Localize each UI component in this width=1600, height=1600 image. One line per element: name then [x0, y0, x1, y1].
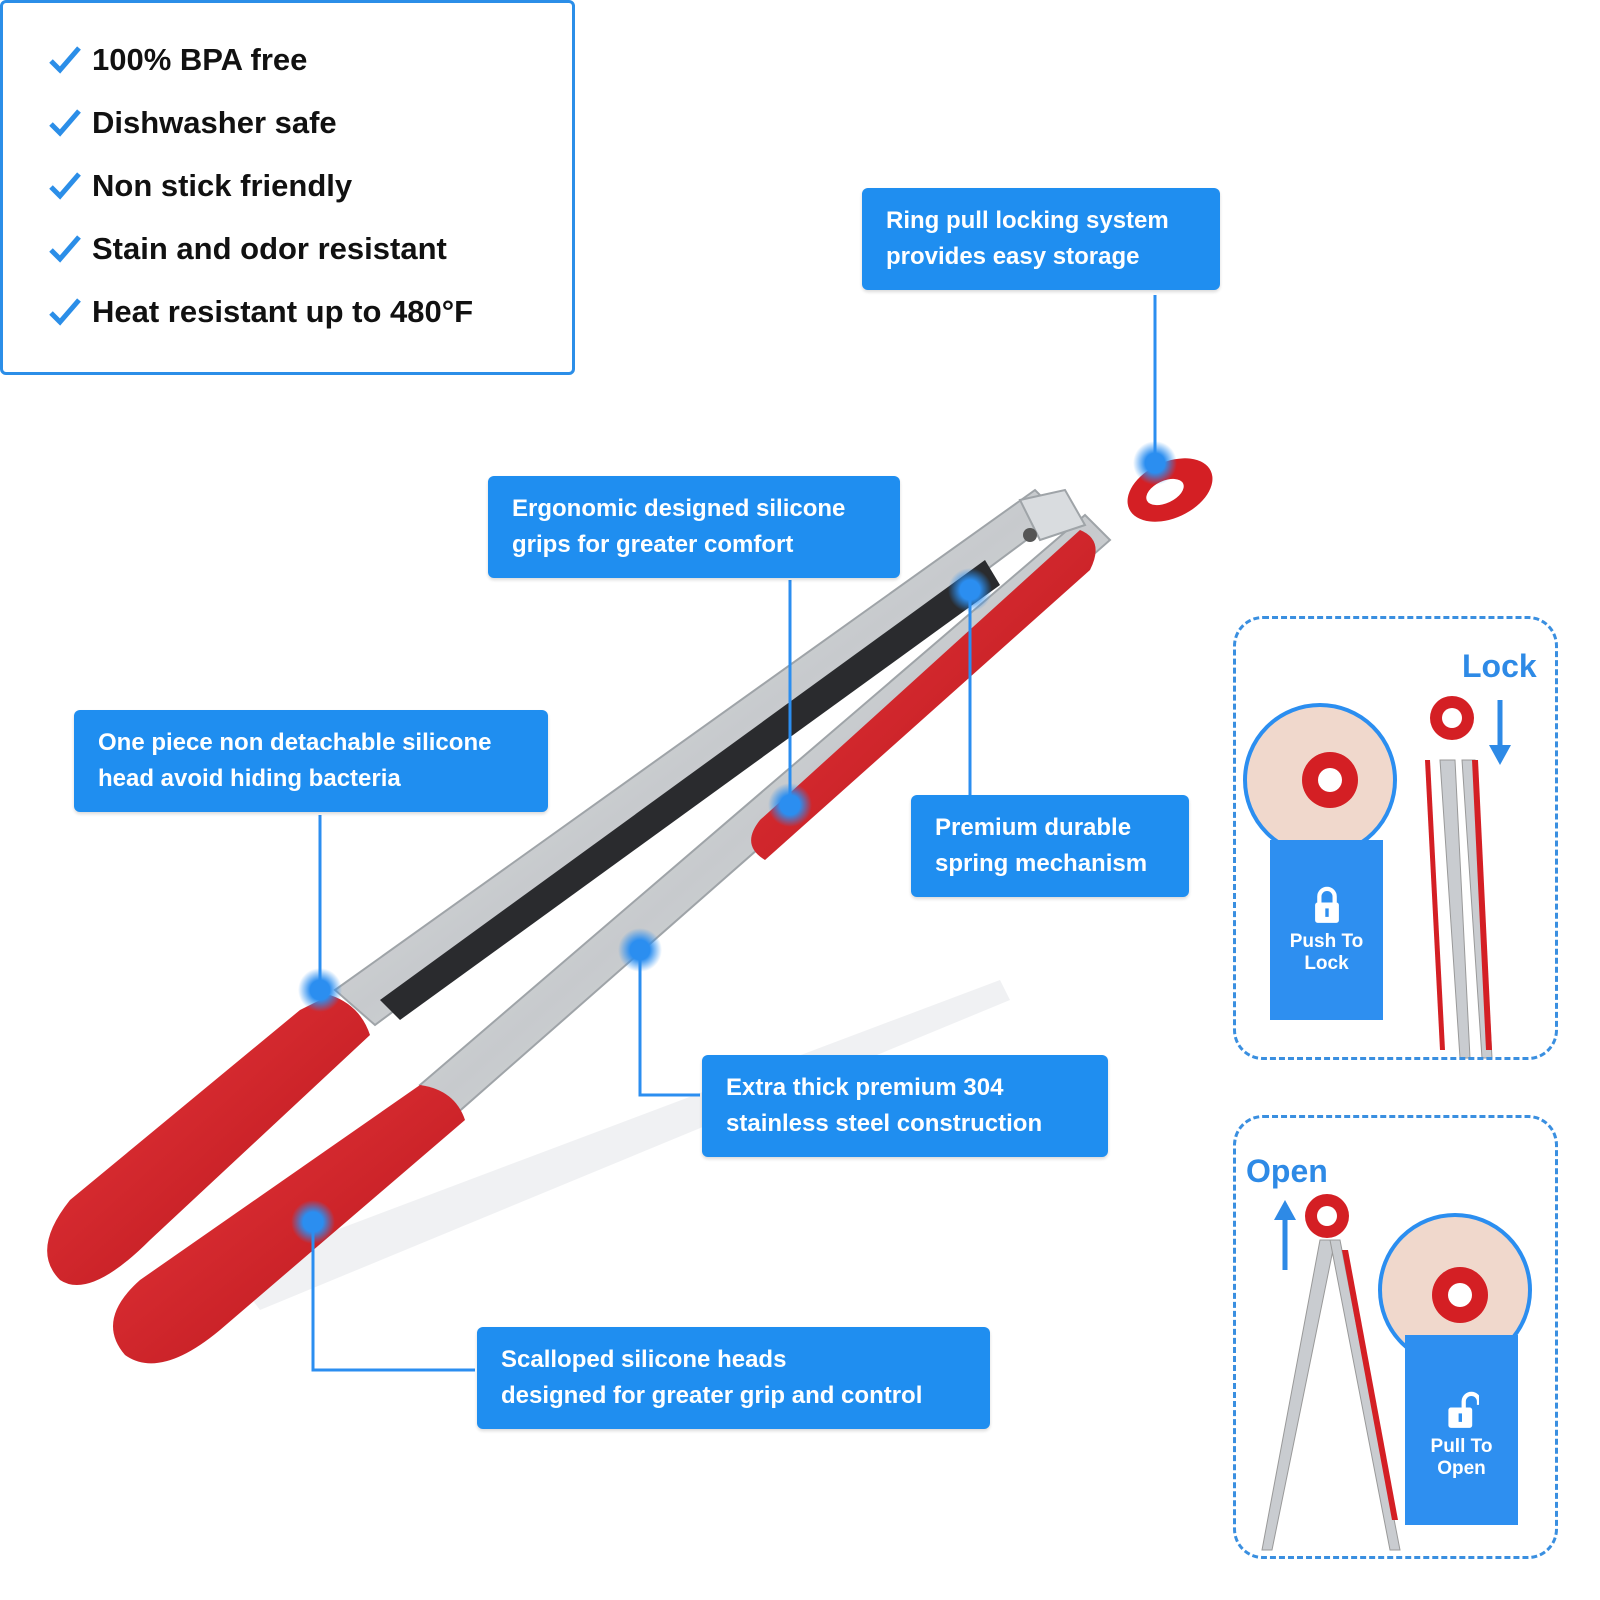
callout-line: Extra thick premium 304 [726, 1074, 1004, 1101]
feature-item: Dishwasher safe [48, 103, 337, 143]
action-line: Push To [1289, 931, 1364, 952]
feature-label: Non stick friendly [92, 168, 353, 203]
callout-line: grips for greater comfort [512, 531, 794, 558]
check-icon [49, 298, 81, 326]
check-icon [49, 46, 81, 74]
callout-head: One piece non detachable silicone head a… [74, 710, 548, 812]
upper-head [47, 995, 371, 1285]
callout-line: Ring pull locking system [886, 207, 1169, 234]
callout-line: spring mechanism [935, 850, 1148, 877]
action-line: Pull To [1430, 1436, 1493, 1457]
feature-item: 100% BPA free [48, 40, 307, 80]
lock-panel [1233, 616, 1558, 1060]
callout-line: Scalloped silicone heads [501, 1346, 787, 1373]
callout-line: stainless steel construction [726, 1110, 1043, 1137]
open-panel [1233, 1115, 1558, 1559]
callout-line: Ergonomic designed silicone [512, 495, 846, 522]
check-icon [49, 235, 81, 263]
callout-dots [291, 441, 1177, 1244]
open-title: Open [1246, 1153, 1328, 1189]
feature-item: Non stick friendly [48, 166, 352, 206]
hinge [1018, 488, 1087, 542]
callout-line: head avoid hiding bacteria [98, 765, 401, 792]
unlock-icon [1447, 1391, 1481, 1428]
pull-to-open-box: Pull To Open [1405, 1335, 1518, 1525]
feature-label: 100% BPA free [92, 42, 308, 77]
handle-grip [751, 530, 1096, 860]
lock-icon [1314, 886, 1339, 923]
rivet [1023, 528, 1037, 542]
callout-line: One piece non detachable silicone [98, 729, 492, 756]
connector-lines [311, 295, 1157, 1372]
callout-ring-pull: Ring pull locking system provides easy s… [862, 188, 1220, 290]
open-panel-graphics [1261, 1194, 1532, 1551]
callout-spring: Premium durable spring mechanism [911, 795, 1189, 897]
callout-grips: Ergonomic designed silicone grips for gr… [488, 476, 900, 578]
lock-title: Lock [1462, 648, 1537, 684]
feature-item: Stain and odor resistant [48, 229, 447, 269]
push-to-lock-box: Push To Lock [1270, 840, 1383, 1020]
check-icon [49, 109, 81, 137]
action-line: Open [1437, 1458, 1486, 1479]
callout-scalloped: Scalloped silicone heads designed for gr… [477, 1327, 990, 1429]
check-icon [49, 172, 81, 200]
feature-label: Stain and odor resistant [92, 231, 447, 266]
features-box: 100% BPA free Dishwasher safe Non stick … [0, 0, 575, 375]
inner-channel [380, 560, 1000, 1020]
callout-line: provides easy storage [886, 243, 1140, 270]
feature-item: Heat resistant up to 480°F [48, 292, 473, 332]
action-line: Lock [1304, 953, 1349, 974]
callout-line: designed for greater grip and control [501, 1382, 923, 1409]
feature-label: Heat resistant up to 480°F [92, 294, 474, 329]
callout-line: Premium durable [935, 814, 1132, 841]
lock-panel-graphics [1243, 696, 1511, 1059]
callout-steel: Extra thick premium 304 stainless steel … [702, 1055, 1108, 1157]
feature-label: Dishwasher safe [92, 105, 337, 140]
lower-head [113, 1085, 465, 1364]
